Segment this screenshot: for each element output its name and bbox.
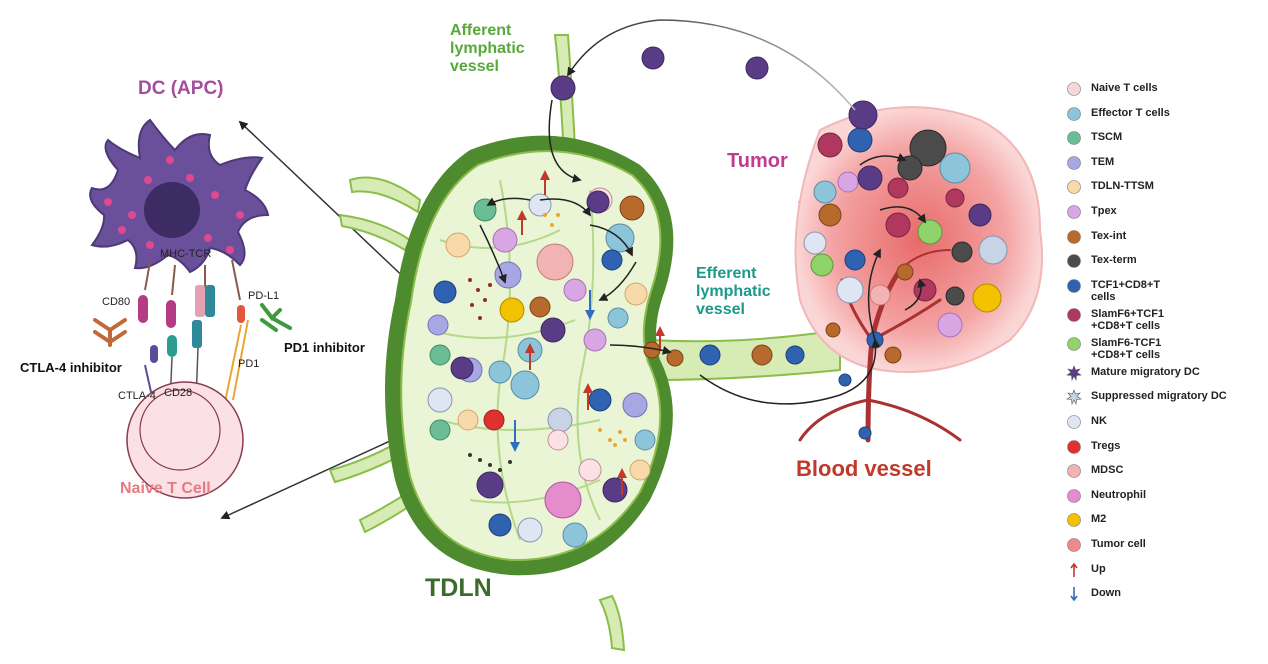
flow-arrows	[479, 19, 927, 405]
legend-item: Neutrophil	[1066, 487, 1266, 512]
efferent-lymphatic-vessel	[649, 328, 841, 382]
legend-label: NK	[1091, 414, 1107, 427]
up-arrow-icon	[1070, 562, 1078, 577]
tex-int-icon	[1067, 229, 1081, 244]
neutrophil-icon	[1067, 488, 1081, 503]
legend-label: Tpex	[1091, 204, 1117, 217]
mature-dc-icon	[1066, 364, 1082, 381]
legend-label: Tumor cell	[1091, 537, 1146, 550]
legend-label: Down	[1091, 587, 1121, 600]
tdln-cells	[427, 187, 656, 548]
tumor-cell-icon	[1067, 538, 1081, 552]
legend-item: Mature migratory DC	[1066, 364, 1266, 389]
migrating-dcs	[550, 46, 769, 101]
slamf6-neg-t-cell-icon	[1067, 336, 1081, 351]
cd28-label: CD28	[164, 387, 193, 399]
down-arrows	[510, 290, 595, 452]
legend-item: Tregs	[1066, 438, 1266, 463]
legend-label: SlamF6+TCF1 +CD8+T cells	[1091, 307, 1165, 332]
blood-vessel-label: Blood vessel	[796, 456, 932, 481]
tdln-ttsm-icon	[1067, 180, 1081, 195]
legend-item: Tpex	[1066, 203, 1266, 228]
tscm-icon	[1067, 131, 1081, 145]
pd1-label: PD1	[238, 358, 260, 370]
legend-label: Neutrophil	[1091, 488, 1146, 501]
down-arrow-icon	[1070, 587, 1078, 602]
legend-item: Tex-int	[1066, 228, 1266, 253]
naive-t-cell	[126, 381, 244, 499]
tex-term-icon	[1067, 254, 1081, 268]
ctla4-inhibitor-label: CTLA-4 inhibitor	[20, 360, 122, 375]
legend-item: TEM	[1066, 154, 1266, 179]
legend-label: Effector T cells	[1091, 106, 1170, 119]
ctla4-label: CTLA-4	[118, 390, 156, 402]
legend-label: MDSC	[1091, 464, 1124, 477]
dc-apc-cell	[89, 118, 270, 274]
efferent-cells	[643, 341, 805, 367]
legend-label: Up	[1091, 562, 1106, 575]
legend-label: TSCM	[1091, 131, 1123, 144]
legend-label: Mature migratory DC	[1091, 365, 1200, 378]
suppressed-dc-icon	[1066, 389, 1082, 406]
receptor-ligand-pairs	[138, 259, 249, 411]
legend-label: TEM	[1091, 155, 1115, 168]
effector-t-cell-icon	[1067, 106, 1081, 121]
treg-icon	[1067, 439, 1081, 454]
legend-item: Tex-term	[1066, 252, 1266, 277]
legend-item: TSCM	[1066, 129, 1266, 154]
legend-item: Up	[1066, 561, 1266, 586]
tem-icon	[1067, 155, 1081, 170]
legend-label: Suppressed migratory DC	[1091, 390, 1227, 403]
naive-t-cell-label: Naive T Cell	[120, 480, 211, 497]
legend-item: Down	[1066, 585, 1266, 610]
legend-label: Tregs	[1091, 439, 1121, 452]
tpex-icon	[1067, 205, 1081, 219]
legend-item: SlamF6-TCF1 +CD8+T cells	[1066, 335, 1266, 364]
legend-item: SlamF6+TCF1 +CD8+T cells	[1066, 306, 1266, 335]
dc-apc-title: DC (APC)	[138, 78, 224, 99]
legend-label: Tex-term	[1091, 254, 1137, 267]
legend-item: MDSC	[1066, 462, 1266, 487]
legend-item: TCF1+CD8+T cells	[1066, 277, 1266, 306]
ctla4-inhibitor-antibody	[93, 318, 127, 347]
legend-label: M2	[1091, 513, 1107, 526]
cd80-label: CD80	[102, 296, 131, 308]
legend-item: Suppressed migratory DC	[1066, 388, 1266, 413]
legend-item: Effector T cells	[1066, 105, 1266, 130]
legend-item: TDLN-TTSM	[1066, 178, 1266, 203]
pd1-inhibitor-label: PD1 inhibitor	[284, 340, 365, 355]
tdln-label: TDLN	[425, 574, 492, 602]
pdl1-label: PD-L1	[248, 290, 280, 302]
pd1-inhibitor-antibody	[260, 303, 292, 332]
legend-label: Tex-int	[1091, 229, 1127, 242]
efferent-lymphatic-label: Efferent lymphatic vessel	[696, 265, 771, 318]
tdln-dots	[468, 213, 627, 472]
legend-item: NK	[1066, 413, 1266, 438]
legend-label: SlamF6-TCF1 +CD8+T cells	[1091, 336, 1162, 361]
legend-item: Tumor cell	[1066, 536, 1266, 561]
m2-icon	[1067, 513, 1081, 528]
legend-item: M2	[1066, 511, 1266, 536]
mdsc-icon	[1067, 464, 1081, 478]
tumor-label: Tumor	[727, 150, 788, 172]
legend-label: TDLN-TTSM	[1091, 180, 1154, 193]
mhc-tcr-label: MHC-TCR	[160, 248, 212, 260]
nk-icon	[1067, 415, 1081, 429]
tumor-cells	[803, 100, 1008, 440]
tcf1-cd8-t-cell-icon	[1067, 278, 1081, 293]
legend-label: Naive T cells	[1091, 82, 1158, 94]
legend-item: Naive T cells	[1066, 80, 1266, 105]
naive-t-cell-icon	[1067, 82, 1081, 96]
legend-label: TCF1+CD8+T cells	[1091, 278, 1161, 303]
slamf6-pos-t-cell-icon	[1067, 307, 1081, 322]
afferent-lymphatic-label: Afferent lymphatic vessel	[450, 22, 525, 75]
